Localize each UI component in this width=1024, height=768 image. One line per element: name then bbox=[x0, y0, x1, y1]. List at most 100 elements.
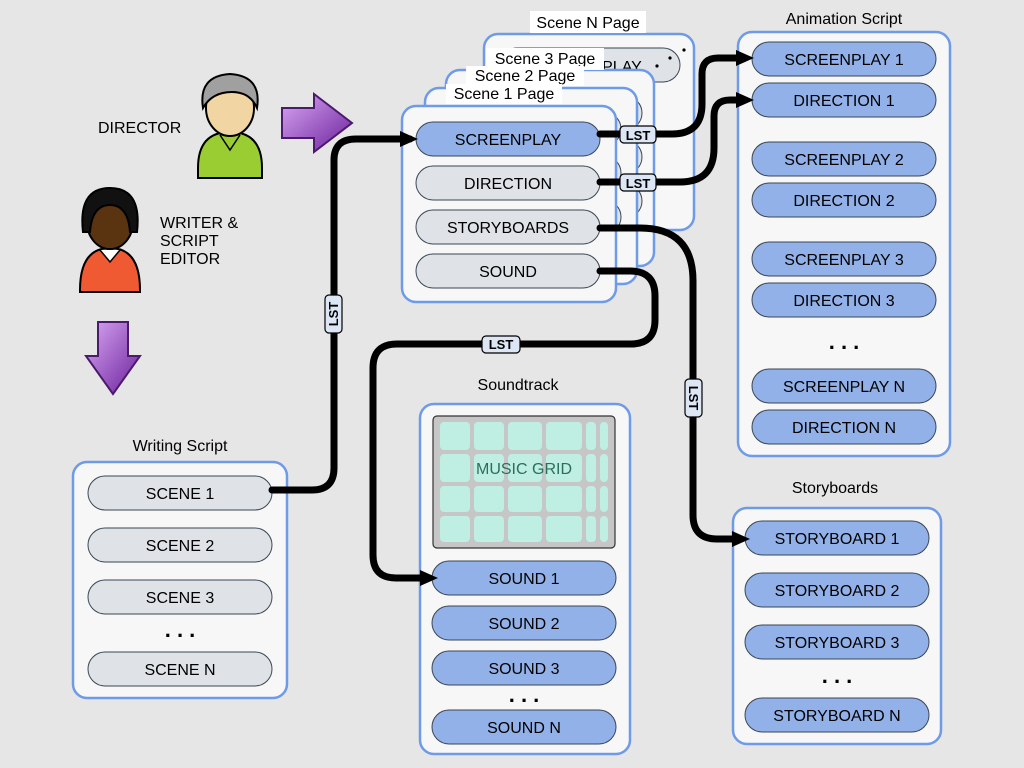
animation-direction-arrowhead-icon bbox=[736, 92, 754, 108]
music-grid-label: MUSIC GRID bbox=[476, 461, 572, 478]
scene-n-pill[interactable]: SCENE N bbox=[87, 651, 273, 687]
animation-script-ellipsis: . . . bbox=[829, 329, 860, 354]
screenplay-2-pill[interactable]: SCREENPLAY 2 bbox=[751, 141, 937, 177]
screenplay-3-pill[interactable]: SCREENPLAY 3 bbox=[751, 241, 937, 277]
music-grid-cells bbox=[440, 422, 608, 542]
direction-3-pill[interactable]: DIRECTION 3 bbox=[751, 282, 937, 318]
storyboard-n-label: STORYBOARD N bbox=[773, 708, 900, 725]
scene-3-label: SCENE 3 bbox=[146, 590, 215, 607]
sound-arrowhead-icon bbox=[420, 570, 438, 586]
writer-label: WRITER & SCRIPT EDITOR bbox=[160, 215, 243, 268]
music-grid-cell bbox=[600, 516, 608, 542]
sound-2-pill[interactable]: SOUND 2 bbox=[431, 605, 617, 641]
direction-pill[interactable]: DIRECTION bbox=[415, 165, 601, 201]
sound-n-pill[interactable]: SOUND N bbox=[431, 709, 617, 745]
screenplay-to-animation-wire bbox=[596, 54, 744, 138]
music-grid-cell bbox=[440, 486, 470, 512]
storyboards-title: Storyboards bbox=[792, 480, 878, 497]
music-grid-cell bbox=[440, 422, 470, 450]
music-grid-cell bbox=[586, 486, 596, 512]
down-arrow-icon bbox=[84, 321, 142, 396]
sound-label: SOUND bbox=[479, 264, 537, 281]
writer-label-line-1: WRITER & bbox=[160, 215, 239, 232]
scene-2-page-title: Scene 2 Page bbox=[475, 68, 576, 85]
storyboard-arrowhead-icon bbox=[732, 531, 750, 547]
scene-1-page: Scene 1 Page SCREENPLAY DIRECTION STORYB… bbox=[400, 84, 618, 304]
storyboards-label: STORYBOARDS bbox=[447, 220, 569, 237]
music-grid-cell bbox=[474, 516, 504, 542]
music-grid-cell bbox=[546, 486, 582, 512]
music-grid-cell bbox=[586, 454, 596, 482]
screenplay-2-label: SCREENPLAY 2 bbox=[784, 152, 904, 169]
direction-n-label: DIRECTION N bbox=[792, 420, 896, 437]
music-grid-cell bbox=[546, 422, 582, 450]
sound-n-label: SOUND N bbox=[487, 720, 561, 737]
screenplay-arrowhead-icon bbox=[400, 131, 418, 147]
sound-pill[interactable]: SOUND bbox=[415, 253, 601, 289]
music-grid[interactable]: MUSIC GRID bbox=[432, 415, 616, 549]
animation-screenplay-arrowhead-icon bbox=[736, 50, 754, 66]
screenplay-n-pill[interactable]: SCREENPLAY N bbox=[751, 368, 937, 404]
lst-badge-writing: LST bbox=[324, 294, 343, 334]
music-grid-cell bbox=[546, 516, 582, 542]
scene-3-pill[interactable]: SCENE 3 bbox=[87, 579, 273, 615]
sound-3-pill[interactable]: SOUND 3 bbox=[431, 650, 617, 686]
scene-1-label: SCENE 1 bbox=[146, 486, 215, 503]
direction-to-animation-wire bbox=[596, 96, 744, 186]
writer-icon bbox=[79, 186, 141, 293]
direction-1-pill[interactable]: DIRECTION 1 bbox=[751, 82, 937, 118]
music-grid-cell bbox=[600, 422, 608, 450]
scene-2-label: SCENE 2 bbox=[146, 538, 215, 555]
scene-n-label: SCENE N bbox=[144, 662, 215, 679]
lst-label: LST bbox=[626, 176, 651, 191]
animation-script-title: Animation Script bbox=[786, 11, 903, 28]
screenplay-label: SCREENPLAY bbox=[455, 132, 562, 149]
storyboard-3-pill[interactable]: STORYBOARD 3 bbox=[744, 624, 930, 660]
storyboard-2-label: STORYBOARD 2 bbox=[775, 583, 900, 600]
music-grid-cell bbox=[546, 454, 582, 482]
soundtrack-ellipsis: . . . bbox=[509, 682, 540, 707]
music-grid-cell bbox=[508, 422, 542, 450]
writer-label-line-3: EDITOR bbox=[160, 251, 220, 268]
soundtrack-title: Soundtrack bbox=[478, 377, 560, 394]
right-arrow-icon bbox=[281, 91, 354, 155]
screenplay-pill[interactable]: SCREENPLAY bbox=[415, 121, 601, 157]
writing-script-ellipsis: . . . bbox=[165, 617, 196, 642]
music-grid-cell bbox=[440, 516, 470, 542]
screenplay-n-label: SCREENPLAY N bbox=[783, 379, 905, 396]
sound-3-label: SOUND 3 bbox=[488, 661, 559, 678]
screenplay-1-pill[interactable]: SCREENPLAY 1 bbox=[751, 41, 937, 77]
music-grid-cell bbox=[508, 516, 542, 542]
storyboard-2-pill[interactable]: STORYBOARD 2 bbox=[744, 572, 930, 608]
music-grid-cell bbox=[474, 486, 504, 512]
lst-label: LST bbox=[686, 386, 701, 411]
direction-2-pill[interactable]: DIRECTION 2 bbox=[751, 182, 937, 218]
music-grid-cell bbox=[586, 516, 596, 542]
scene-1-pill[interactable]: SCENE 1 bbox=[87, 475, 273, 511]
lst-label: LST bbox=[326, 302, 341, 327]
screenplay-1-label: SCREENPLAY 1 bbox=[784, 52, 904, 69]
scene-1-page-title: Scene 1 Page bbox=[454, 86, 555, 103]
scene-n-page-title: Scene N Page bbox=[536, 15, 639, 32]
storyboard-1-pill[interactable]: STORYBOARD 1 bbox=[744, 520, 930, 556]
scene-3-page-title: Scene 3 Page bbox=[495, 51, 596, 68]
storyboards-wire bbox=[596, 224, 740, 543]
sound-1-pill[interactable]: SOUND 1 bbox=[431, 560, 617, 596]
storyboard-1-label: STORYBOARD 1 bbox=[775, 531, 900, 548]
storyboard-n-pill[interactable]: STORYBOARD N bbox=[744, 697, 930, 733]
music-grid-cell bbox=[508, 454, 542, 482]
lst-badge-direction: LST bbox=[619, 173, 657, 192]
screenplay-3-label: SCREENPLAY 3 bbox=[784, 252, 904, 269]
lst-label: LST bbox=[626, 128, 651, 143]
storyboards-ellipsis: . . . bbox=[822, 663, 853, 688]
music-grid-cell bbox=[474, 422, 504, 450]
writing-script-title: Writing Script bbox=[133, 438, 228, 455]
direction-n-pill[interactable]: DIRECTION N bbox=[751, 409, 937, 445]
scene-2-pill[interactable]: SCENE 2 bbox=[87, 527, 273, 563]
storyboards-pill[interactable]: STORYBOARDS bbox=[415, 209, 601, 245]
storyboard-3-label: STORYBOARD 3 bbox=[775, 635, 900, 652]
lst-badge-sound: LST bbox=[481, 335, 521, 354]
music-grid-cell bbox=[586, 422, 596, 450]
direction-2-label: DIRECTION 2 bbox=[793, 193, 894, 210]
lst-badge-storyboards: LST bbox=[684, 378, 703, 418]
